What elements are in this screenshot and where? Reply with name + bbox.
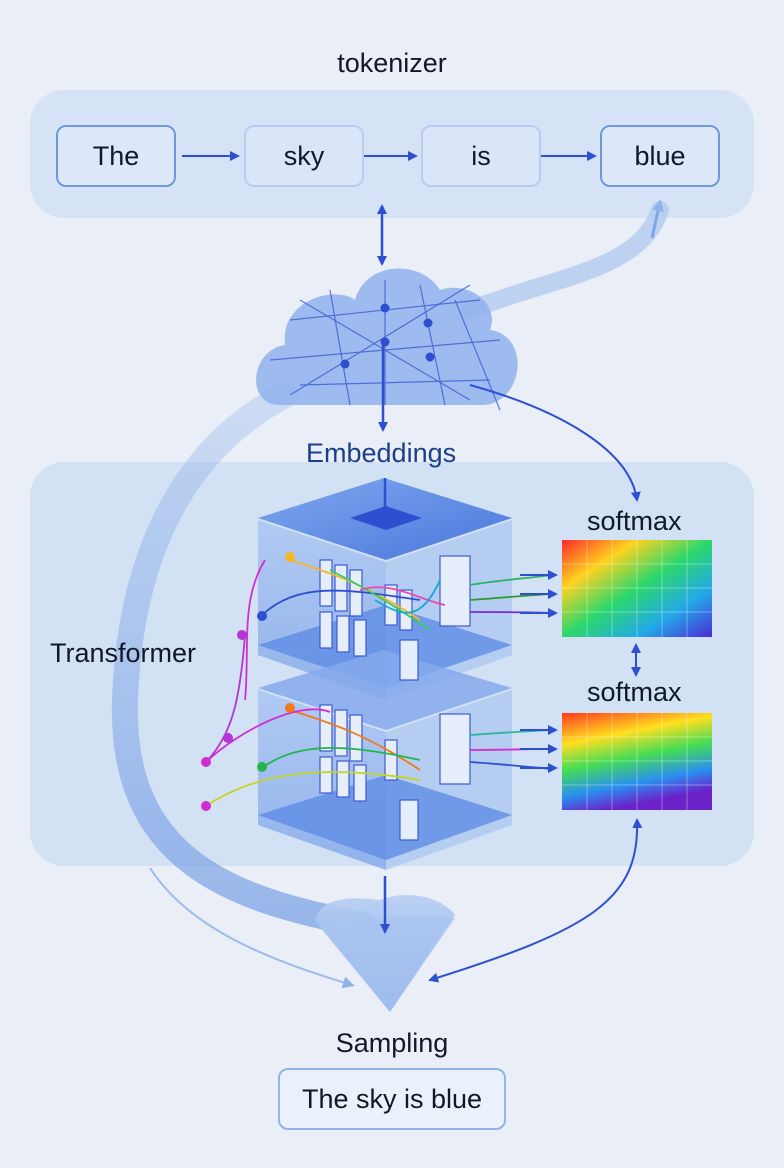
token-is: is [421, 125, 541, 187]
token-the: The [56, 125, 176, 187]
output-text-box: The sky is blue [278, 1068, 506, 1130]
token-blue: blue [600, 125, 720, 187]
sampling-label: Sampling [335, 1028, 449, 1058]
left-flow-band [111, 382, 378, 938]
embedding-cloud [256, 268, 518, 411]
token-sky: sky [244, 125, 364, 187]
sampling-funnel [315, 895, 455, 1012]
softmax-heatmap-2 [562, 713, 712, 810]
softmax-sampling-arrow [428, 818, 643, 983]
softmax-label-2: softmax [587, 677, 682, 707]
softmax-label-1: softmax [587, 506, 682, 536]
transformer-label: Transformer [50, 638, 197, 668]
softmax-heatmap-1 [562, 540, 712, 637]
tokenizer-label: tokenizer [337, 48, 447, 78]
cloud-softmax-arrow [469, 384, 641, 502]
embeddings-label: Embeddings [306, 438, 457, 468]
left-sampling-arrow [149, 867, 355, 989]
flow-to-blue-token [461, 201, 669, 319]
transformer-layers [201, 478, 558, 870]
